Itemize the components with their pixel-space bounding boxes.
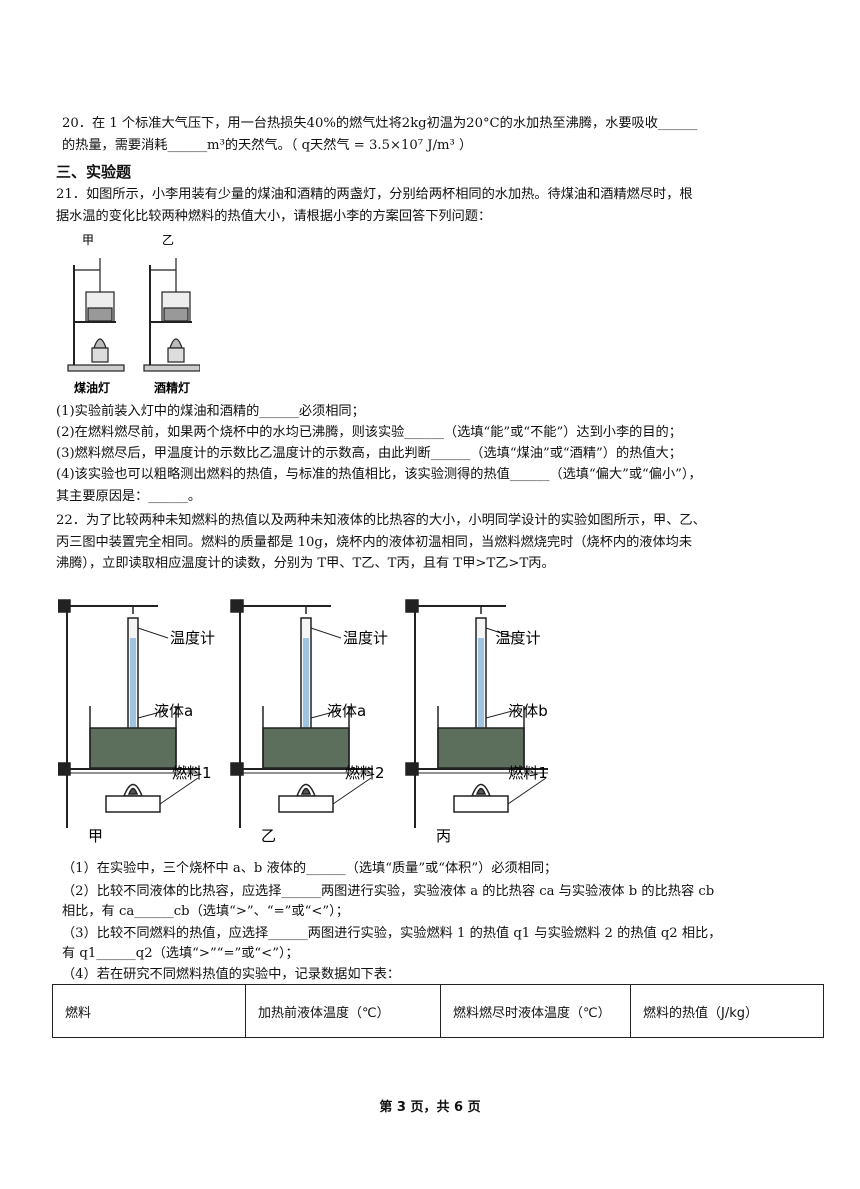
thermometer-label-jia: 温度计 <box>170 629 215 647</box>
q20-line-2: 的热量，需要消耗______m³的天然气。（ q天然气 = 3.5×10⁷ J/… <box>62 138 473 153</box>
setup-name-jia: 甲 <box>88 827 103 845</box>
kerosene-lamp-label: 煤油灯 <box>74 380 110 395</box>
q22-part-3a: （3）比较不同燃料的热值，应选择______两图进行实验，实验燃料 1 的热值 … <box>62 926 722 941</box>
q22-intro-3: 沸腾），立即读取相应温度计的读数，分别为 T甲、T乙、T丙，且有 T甲>T乙>T… <box>56 556 555 571</box>
label-jia: 甲 <box>82 233 94 247</box>
page-footer: 第 3 页，共 6 页 <box>379 1100 481 1115</box>
table-header-row: 燃料 加热前液体温度（℃） 燃料燃尽时液体温度（℃） 燃料的热值（J/kg） <box>52 984 824 1038</box>
fuel-label-bing: 燃料1 <box>508 764 548 782</box>
q22-part-2b: 相比，有 ca______cb（选填“>”、“=”或“<”）； <box>62 904 349 919</box>
table-header-cell: 燃料的热值（J/kg） <box>630 984 824 1038</box>
q21-part-4b: 其主要原因是：______。 <box>56 489 202 504</box>
q21-part-3: (3)燃料燃尽后，甲温度计的示数比乙温度计的示数高，由此判断______（选填“… <box>56 446 682 461</box>
q21-part-4a: (4)该实验也可以粗略测出燃料的热值，与标准的热值相比，该实验测得的热值____… <box>56 467 702 482</box>
alcohol-lamp-setup <box>143 258 200 372</box>
q22-part-4: （4）若在研究不同燃料热值的实验中，记录数据如下表： <box>62 967 401 982</box>
liquid-label-yi: 液体a <box>327 702 366 720</box>
table-header-cell: 燃料燃尽时液体温度（℃） <box>440 984 631 1038</box>
kerosene-lamp-setup <box>67 258 125 372</box>
q21-part-2: (2)在燃料燃尽前，如果两个烧杯中的水均已沸腾，则该实验______（选填“能”… <box>56 425 682 440</box>
setup-name-yi: 乙 <box>261 827 276 845</box>
table-header-cell: 燃料 <box>52 984 246 1038</box>
thermometer-label-bing: 温度计 <box>495 629 540 647</box>
q21-part-1: (1)实验前装入灯中的煤油和酒精的______必须相同； <box>56 404 365 419</box>
q22-intro-2: 丙三图中装置完全相同。燃料的质量都是 10g，烧杯内的液体初温相同，当燃料燃烧完… <box>56 535 693 550</box>
setup-name-bing: 丙 <box>436 827 451 845</box>
thermometer-label-yi: 温度计 <box>343 629 388 647</box>
label-yi: 乙 <box>162 233 174 247</box>
section-heading-experiment: 三、实验题 <box>56 163 132 181</box>
liquid-label-jia: 液体a <box>154 702 193 720</box>
q22-apparatus-figure: 温度计 温度计 温度计 液体a 液体a 液体b 燃料1 燃料2 燃料1 甲 乙 … <box>58 599 549 845</box>
alcohol-lamp-label: 酒精灯 <box>154 380 190 395</box>
q20-line-1: 20．在 1 个标准大气压下，用一台热损失40%的燃气灶将2kg初温为20°C的… <box>62 116 698 131</box>
q22-intro-1: 22．为了比较两种未知燃料的热值以及两种未知液体的比热容的大小，小明同学设计的实… <box>56 513 706 528</box>
liquid-label-bing: 液体b <box>508 702 548 720</box>
fuel-label-jia: 燃料1 <box>172 764 212 782</box>
q22-part-1: （1）在实验中，三个烧杯中 a、b 液体的______（选填“质量”或“体积”）… <box>62 861 558 876</box>
q21-intro-1: 21．如图所示，小李用装有少量的煤油和酒精的两盏灯，分别给两杯相同的水加热。待煤… <box>56 187 693 202</box>
q21-intro-2: 据水温的变化比较两种燃料的热值大小，请根据小李的方案回答下列问题： <box>56 209 492 224</box>
fuel-label-yi: 燃料2 <box>345 764 385 782</box>
q22-part-2a: （2）比较不同液体的比热容，应选择______两图进行实验，实验液体 a 的比热… <box>62 884 715 899</box>
fuel-data-table: 燃料 加热前液体温度（℃） 燃料燃尽时液体温度（℃） 燃料的热值（J/kg） <box>52 984 824 1038</box>
q21-apparatus-figure: 甲 乙 煤油灯 酒精灯 <box>67 233 200 395</box>
table-header-cell: 加热前液体温度（℃） <box>245 984 441 1038</box>
q22-part-3b: 有 q1______q2（选填“>”“=”或“<”）； <box>62 946 299 961</box>
